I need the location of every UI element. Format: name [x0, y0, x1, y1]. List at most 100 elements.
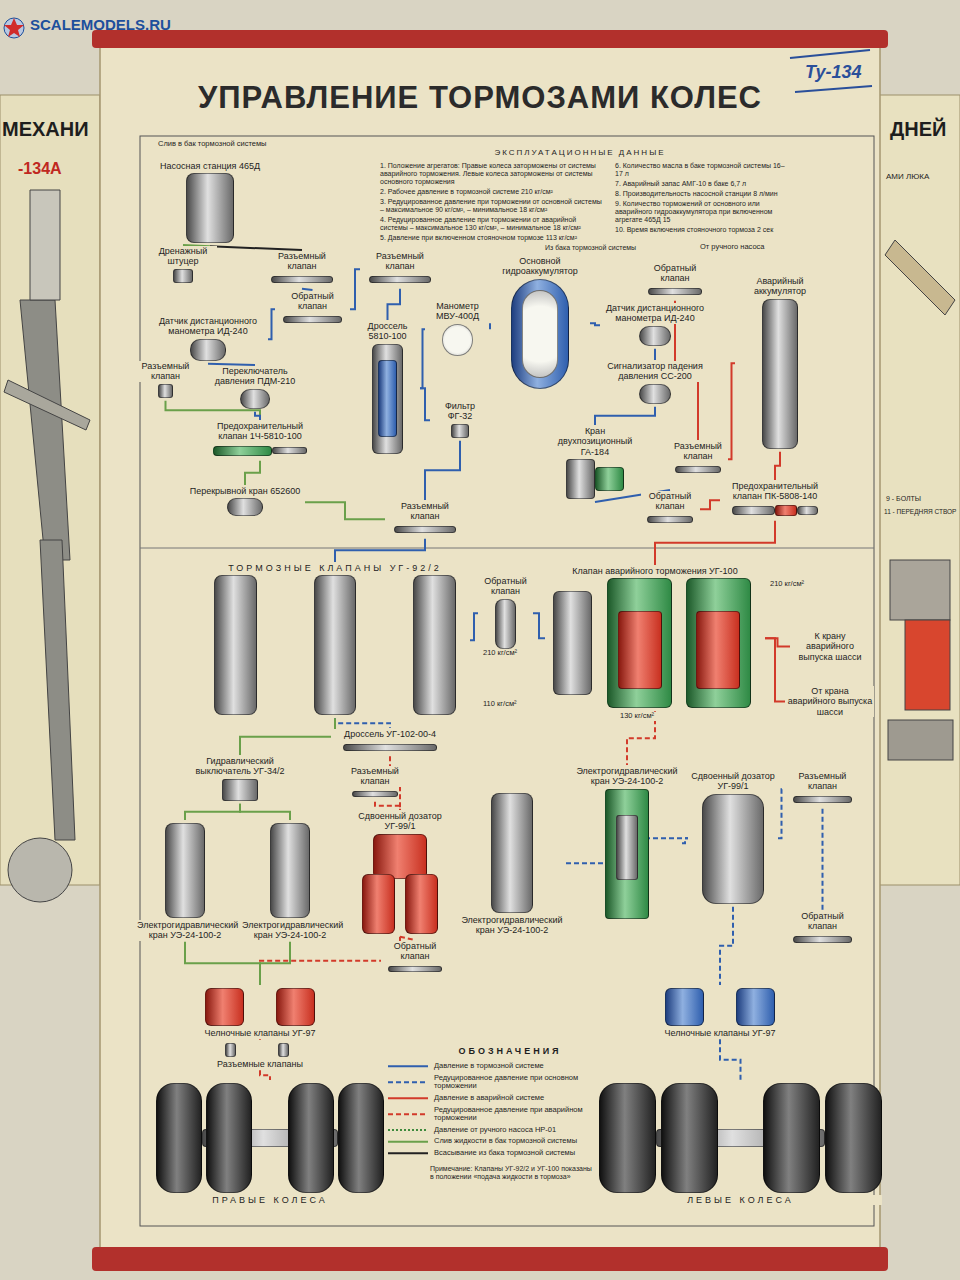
component-picture — [139, 384, 192, 398]
text-label: Из бака тормозной системы — [545, 244, 670, 252]
component-part — [675, 466, 721, 473]
component-label: Манометр МВУ-400Д — [426, 301, 489, 322]
hydraulic-line — [778, 789, 785, 838]
text-label: ОБОЗНАЧЕНИЯ — [430, 1046, 590, 1056]
component-label: Перекрывной кран 652600 — [186, 486, 304, 496]
text-label: 8. Производительность насосной станции 8… — [615, 190, 790, 198]
top-rod — [92, 30, 888, 48]
component-node: Разъемный клапан — [668, 440, 728, 479]
component-node: Разъемный клапан — [785, 770, 860, 809]
component-picture — [786, 794, 859, 806]
component-part — [732, 506, 775, 514]
component-label: Обратный клапан — [276, 291, 349, 312]
component-picture — [331, 741, 449, 753]
component-part — [413, 575, 456, 715]
legend-text: Давление в тормозной системе — [434, 1062, 594, 1071]
component-picture — [669, 464, 727, 476]
component-part — [442, 324, 474, 356]
component-part — [165, 823, 204, 918]
legend-text: Давление от ручного насоса НР-01 — [434, 1126, 594, 1135]
component-node: Электрогидравлический кран УЭ-24-100-2 — [572, 765, 682, 922]
hydraulic-line — [590, 323, 600, 325]
legend-line-sample — [388, 1113, 428, 1115]
component-node: Обратный клапан — [478, 575, 533, 652]
component-picture — [431, 424, 489, 438]
component-label: Предохранительный клапан ПК-5808-140 — [721, 481, 829, 502]
component-part — [190, 339, 225, 361]
component-node: Обратный клапан — [785, 910, 860, 949]
component-part — [405, 874, 437, 934]
hydraulic-line — [210, 246, 302, 250]
section-line — [140, 548, 874, 549]
hydraulic-line — [489, 323, 491, 329]
component-part — [314, 575, 357, 715]
hydraulic-line — [533, 613, 545, 638]
component-part — [283, 316, 341, 323]
component-label: Предохранительный клапан 1Ч-5810-100 — [201, 421, 319, 442]
component-node: Электрогидравлический кран УЭ-24-100-2 — [458, 790, 566, 937]
component-part — [775, 505, 797, 516]
component-node: Обратный клапан — [380, 940, 450, 977]
component-node: Разъемный клапан — [138, 360, 193, 401]
text-label: 210 кг/см² — [483, 649, 538, 658]
component-part — [186, 173, 233, 243]
component-label: Насосная станция 465Д — [151, 161, 269, 171]
component-part — [225, 1043, 237, 1057]
hydraulic-line — [302, 289, 313, 290]
component-label: Обратный клапан — [381, 941, 449, 962]
component-picture — [186, 498, 304, 516]
legend-line-sample — [388, 1152, 428, 1154]
component-part — [173, 269, 193, 283]
text-label: 210 кг/см² — [770, 580, 830, 589]
text-label: 1. Положение агрегатов: Правые колеса за… — [380, 162, 605, 186]
text-label: Ту-134 — [805, 62, 875, 83]
text-label: 110 кг/см² — [483, 700, 538, 709]
text-label: 130 кг/см² — [620, 712, 680, 721]
component-node: Электрогидравлический кран УЭ-24-100-2 — [135, 820, 235, 942]
component-label: Разъемный клапан — [263, 251, 341, 272]
text-label: ДНЕЙ — [890, 118, 956, 141]
component-label: Электрогидравлический кран УЭ-24-100-2 — [459, 915, 565, 936]
text-label: SCALEMODELS.RU — [30, 16, 200, 33]
component-part — [394, 526, 456, 533]
component-part — [222, 779, 257, 801]
text-label: 2. Рабочее давление в тормозной системе … — [380, 188, 605, 196]
component-part — [213, 446, 272, 456]
component-picture — [386, 524, 464, 536]
component-node: Кран двухпозиционный ГА-184 — [545, 425, 645, 502]
component-picture — [459, 793, 565, 913]
component-part — [553, 591, 592, 695]
poster-title: УПРАВЛЕНИЕ ТОРМОЗАМИ КОЛЕС — [150, 80, 810, 116]
component-picture — [136, 823, 234, 918]
component-part — [272, 447, 307, 454]
component-node: Челночные клапаны УГ-97 — [180, 985, 340, 1039]
component-picture — [736, 299, 824, 449]
hydraulic-line — [388, 289, 401, 320]
component-picture — [149, 339, 267, 361]
hydraulic-line — [682, 838, 688, 843]
component-part — [491, 793, 533, 913]
text-label: От ручного насоса — [700, 243, 790, 252]
left-poster-gear — [4, 190, 90, 902]
hydraulic-line — [260, 942, 290, 985]
component-picture — [381, 964, 449, 974]
component-label: Датчик дистанционного манометра ИД-240 — [149, 316, 267, 337]
component-picture — [181, 988, 339, 1026]
component-node: Обратный клапан — [640, 490, 700, 529]
component-picture — [641, 514, 699, 526]
hydraulic-line — [765, 638, 785, 701]
text-label: 7. Аварийный запас АМГ-10 в баке 6,7 л — [615, 180, 790, 188]
component-picture — [479, 599, 532, 649]
right-poster — [878, 95, 960, 885]
component-part — [639, 326, 671, 346]
component-part — [214, 575, 257, 715]
hydraulic-line — [350, 269, 360, 309]
component-label: Обратный клапан — [641, 491, 699, 512]
hydraulic-line — [240, 804, 290, 820]
component-part — [156, 1083, 202, 1193]
wheel-caption: ЛЕВЫЕ КОЛЕСА — [599, 1195, 882, 1205]
component-node: Предохранительный клапан ПК-5808-140 — [720, 480, 830, 521]
text-label: 3. Редуцированное давление при торможени… — [380, 198, 605, 214]
text-label: -134А — [18, 160, 96, 178]
component-part — [661, 1083, 718, 1193]
